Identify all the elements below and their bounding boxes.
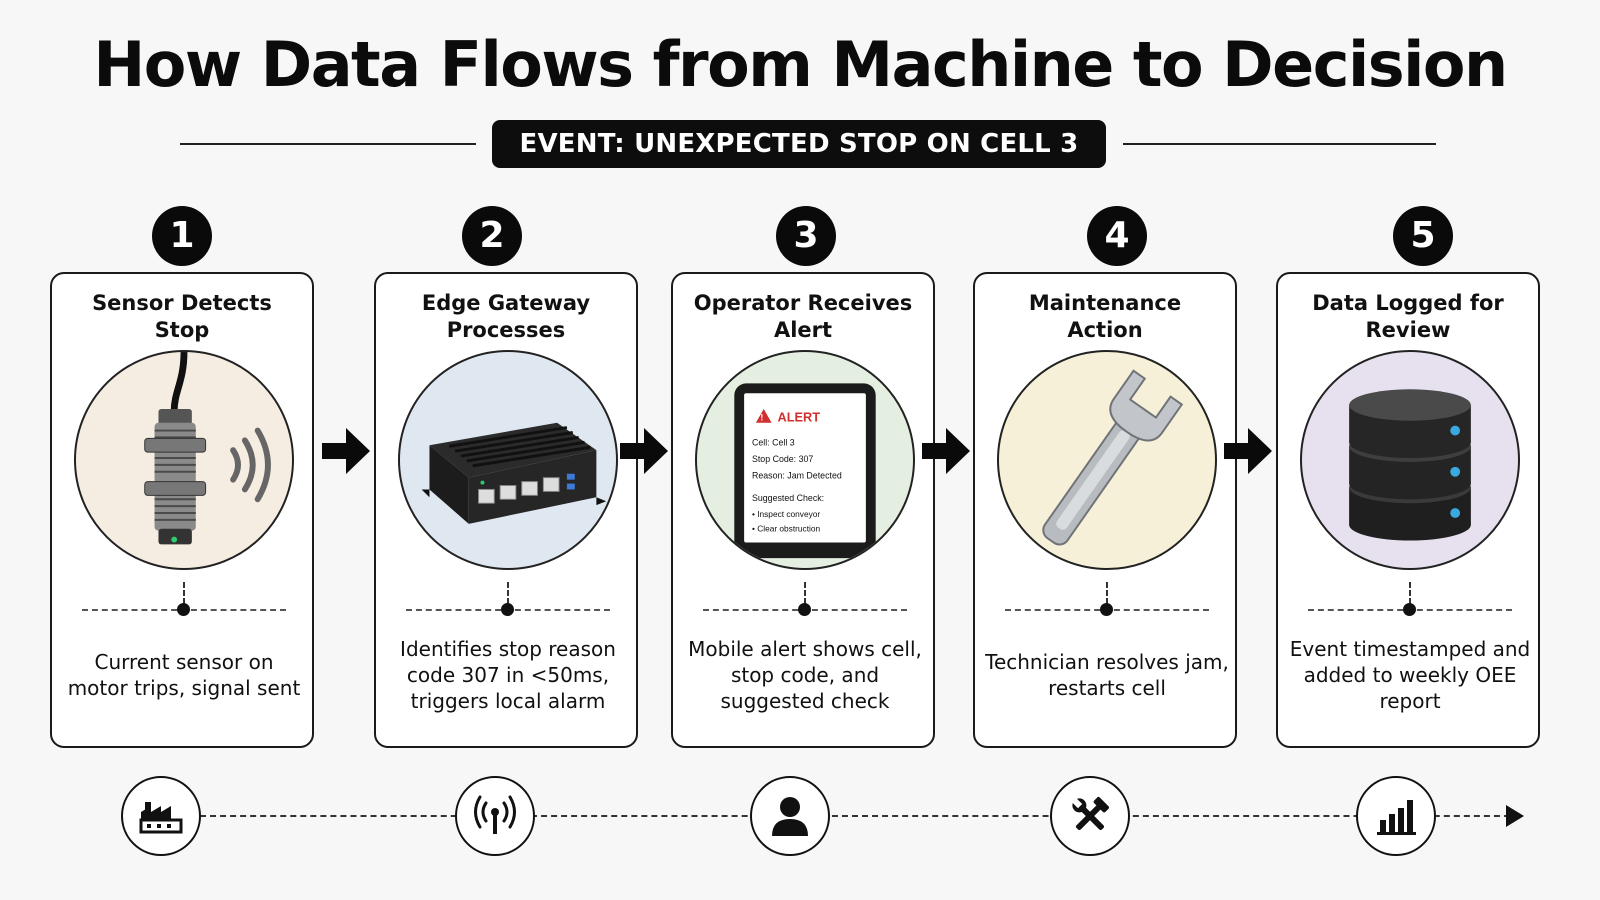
alert-heading: ALERT xyxy=(778,410,821,425)
bar-chart-icon xyxy=(1356,776,1436,856)
timeline-line xyxy=(200,815,1520,817)
connector-line xyxy=(183,582,185,604)
connector-dot xyxy=(501,603,514,616)
step-description: Identifies stop reason code 307 in <50ms… xyxy=(400,637,616,713)
step-card-data-log: Data Logged for Review Event timestamped… xyxy=(1276,272,1540,748)
connector-dot xyxy=(1403,603,1416,616)
step-title: Sensor Detects Stop xyxy=(92,291,272,342)
database-illustration xyxy=(1300,350,1520,570)
step-description: Current sensor on motor trips, signal se… xyxy=(67,650,301,700)
connector-line xyxy=(1409,582,1411,604)
wireless-signal-icon xyxy=(455,776,535,856)
event-divider-left xyxy=(180,143,476,145)
step-number-5: 5 xyxy=(1393,206,1453,266)
step-card-gateway: Edge Gateway Processes Identifies stop r… xyxy=(374,272,638,748)
page-title: How Data Flows from Machine to Decision xyxy=(93,28,1508,101)
step-title: Edge Gateway Processes xyxy=(421,291,591,342)
tools-icon xyxy=(1050,776,1130,856)
event-badge: EVENT: UNEXPECTED STOP ON CELL 3 xyxy=(492,120,1106,168)
connector-dot xyxy=(177,603,190,616)
step-number-1: 1 xyxy=(152,206,212,266)
event-divider-right xyxy=(1123,143,1436,145)
event-banner: EVENT: UNEXPECTED STOP ON CELL 3 xyxy=(0,120,1600,168)
step-title: Maintenance Action xyxy=(1028,291,1182,342)
wrench-illustration xyxy=(997,350,1217,570)
step-title: Operator Receives Alert xyxy=(693,291,913,342)
step-card-sensor: Sensor Detects Stop xyxy=(50,272,314,748)
gateway-illustration xyxy=(398,350,618,570)
timeline-arrowhead xyxy=(1506,805,1524,827)
step-number-2: 2 xyxy=(462,206,522,266)
step-description: Mobile alert shows cell, stop code, and … xyxy=(688,637,922,713)
sensor-illustration xyxy=(74,350,294,570)
flow-arrow-icon xyxy=(322,428,370,474)
factory-icon xyxy=(121,776,201,856)
step-card-operator: Operator Receives Alert ! ALERT Cell: Ce… xyxy=(671,272,935,748)
alert-check-item: • Clear obstruction xyxy=(752,524,821,534)
connector-line xyxy=(507,582,509,604)
svg-text:!: ! xyxy=(760,413,763,423)
connector-line xyxy=(1106,582,1108,604)
person-icon xyxy=(750,776,830,856)
step-number-3: 3 xyxy=(776,206,836,266)
alert-check-heading: Suggested Check: xyxy=(752,493,824,503)
flow-arrow-icon xyxy=(922,428,970,474)
step-card-maintenance: Maintenance Action Technician resolves j… xyxy=(973,272,1237,748)
connector-dot xyxy=(798,603,811,616)
tablet-alert-illustration: ! ALERT Cell: Cell 3 Stop Code: 307 Reas… xyxy=(695,350,915,570)
alert-line: Cell: Cell 3 xyxy=(752,437,795,447)
step-description: Technician resolves jam, restarts cell xyxy=(985,650,1229,700)
flow-arrow-icon xyxy=(620,428,668,474)
step-description: Event timestamped and added to weekly OE… xyxy=(1289,637,1531,713)
alert-line: Reason: Jam Detected xyxy=(752,471,842,481)
connector-dot xyxy=(1100,603,1113,616)
flow-arrow-icon xyxy=(1224,428,1272,474)
step-number-4: 4 xyxy=(1087,206,1147,266)
alert-line: Stop Code: 307 xyxy=(752,454,813,464)
alert-check-item: • Inspect conveyor xyxy=(752,509,820,519)
step-title: Data Logged for Review xyxy=(1312,291,1504,342)
connector-line xyxy=(804,582,806,604)
